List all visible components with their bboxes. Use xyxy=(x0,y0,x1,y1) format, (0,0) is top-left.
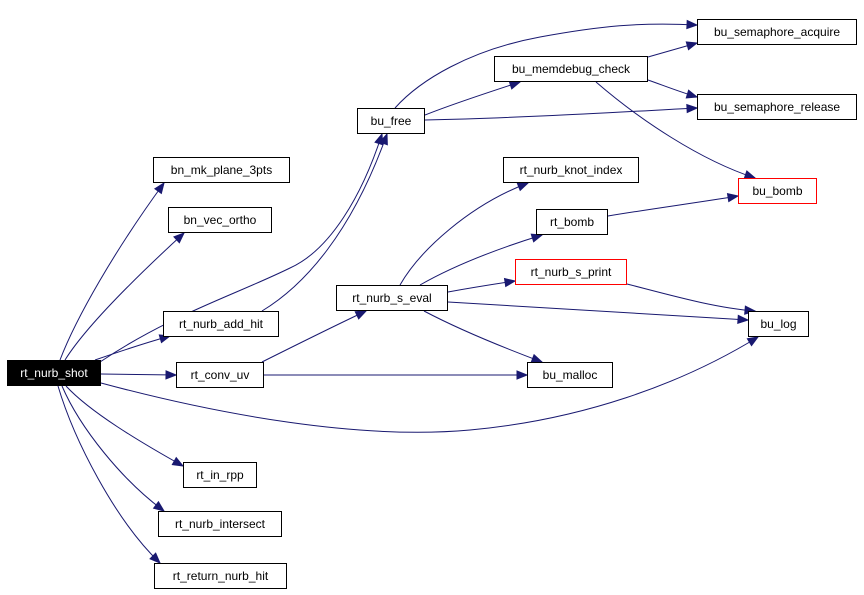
arrowhead-icon xyxy=(354,310,368,320)
edge-rt-nurb-s-eval-to-bu-malloc xyxy=(423,310,544,363)
node-rt-in-rpp[interactable]: rt_in_rpp xyxy=(183,462,257,488)
arrowhead-icon xyxy=(378,132,388,146)
arrowhead-icon xyxy=(737,314,750,325)
node-rt-nurb-knot-index[interactable]: rt_nurb_knot_index xyxy=(503,157,639,183)
arrowhead-icon xyxy=(503,277,517,288)
arrowhead-icon xyxy=(685,41,699,51)
edge-rt-nurb-s-eval-to-rt-nurb-knot-index xyxy=(399,182,530,286)
edge-rt-nurb-shot-to-bn-vec-ortho xyxy=(64,232,185,361)
arrowhead-icon xyxy=(508,80,522,90)
node-bu-log[interactable]: bu_log xyxy=(748,311,809,337)
node-bu-memdebug-check[interactable]: bu_memdebug_check xyxy=(494,56,648,82)
node-bu-bomb[interactable]: bu_bomb xyxy=(738,178,817,204)
edge-rt-nurb-shot-to-rt-nurb-add-hit xyxy=(94,334,172,361)
edge-rt-conv-uv-to-bu-malloc xyxy=(264,370,529,380)
edge-rt-conv-uv-to-rt-nurb-s-eval xyxy=(261,310,368,363)
edge-rt-nurb-add-hit-to-bu-free xyxy=(261,132,388,312)
edge-rt-nurb-shot-to-rt-conv-uv xyxy=(100,370,178,380)
edge-rt-nurb-shot-to-rt-in-rpp xyxy=(65,385,185,467)
edge-bu-memdebug-check-to-bu-semaphore-acquire xyxy=(647,41,699,58)
node-bu-semaphore-acquire[interactable]: bu_semaphore_acquire xyxy=(697,19,857,45)
edge-rt-nurb-s-eval-to-rt-nurb-s-print xyxy=(447,277,517,293)
edge-rt-nurb-shot-to-bn-mk-plane-3pts xyxy=(59,181,165,361)
arrowhead-icon xyxy=(171,456,185,467)
arrowhead-icon xyxy=(152,500,166,512)
node-rt-nurb-intersect[interactable]: rt_nurb_intersect xyxy=(158,511,282,537)
node-rt-return-nurb-hit[interactable]: rt_return_nurb_hit xyxy=(154,563,287,589)
arrowhead-icon xyxy=(516,182,530,192)
edge-bu-free-to-bu-memdebug-check xyxy=(424,80,522,116)
edge-bu-memdebug-check-to-bu-bomb xyxy=(595,81,757,180)
node-bu-malloc[interactable]: bu_malloc xyxy=(527,362,613,388)
node-rt-conv-uv[interactable]: rt_conv_uv xyxy=(176,362,264,388)
edge-rt-bomb-to-bu-bomb xyxy=(607,192,740,217)
edge-bu-memdebug-check-to-bu-semaphore-release xyxy=(647,79,699,99)
node-bn-mk-plane-3pts[interactable]: bn_mk_plane_3pts xyxy=(153,157,290,183)
node-bu-free[interactable]: bu_free xyxy=(357,108,425,134)
node-rt-nurb-s-eval[interactable]: rt_nurb_s_eval xyxy=(336,285,448,311)
node-rt-nurb-shot[interactable]: rt_nurb_shot xyxy=(7,360,101,386)
edge-rt-nurb-s-eval-to-bu-log xyxy=(447,301,750,325)
edge-rt-nurb-s-print-to-bu-log xyxy=(626,283,757,315)
edge-bu-free-to-bu-semaphore-acquire xyxy=(394,19,699,109)
edge-rt-nurb-shot-to-rt-return-nurb-hit xyxy=(57,385,161,564)
edge-bu-free-to-bu-semaphore-release xyxy=(424,103,699,121)
arrowhead-icon xyxy=(516,370,529,380)
arrowhead-icon xyxy=(746,336,760,347)
edge-rt-nurb-shot-to-rt-nurb-intersect xyxy=(61,385,166,512)
arrowhead-icon xyxy=(686,103,699,114)
node-bn-vec-ortho[interactable]: bn_vec_ortho xyxy=(168,207,272,233)
arrowhead-icon xyxy=(165,370,178,380)
node-rt-nurb-add-hit[interactable]: rt_nurb_add_hit xyxy=(163,311,279,337)
arrowhead-icon xyxy=(153,181,165,195)
arrowhead-icon xyxy=(685,89,699,99)
arrowhead-icon xyxy=(530,233,544,243)
arrowhead-icon xyxy=(726,192,740,203)
node-rt-nurb-s-print[interactable]: rt_nurb_s_print xyxy=(515,259,627,285)
edge-rt-nurb-shot-to-bu-log xyxy=(100,336,760,433)
node-rt-bomb[interactable]: rt_bomb xyxy=(536,209,608,235)
arrowhead-icon xyxy=(173,232,185,244)
arrowhead-icon xyxy=(686,19,699,30)
node-bu-semaphore-release[interactable]: bu_semaphore_release xyxy=(697,94,857,120)
arrowhead-icon xyxy=(149,552,161,564)
